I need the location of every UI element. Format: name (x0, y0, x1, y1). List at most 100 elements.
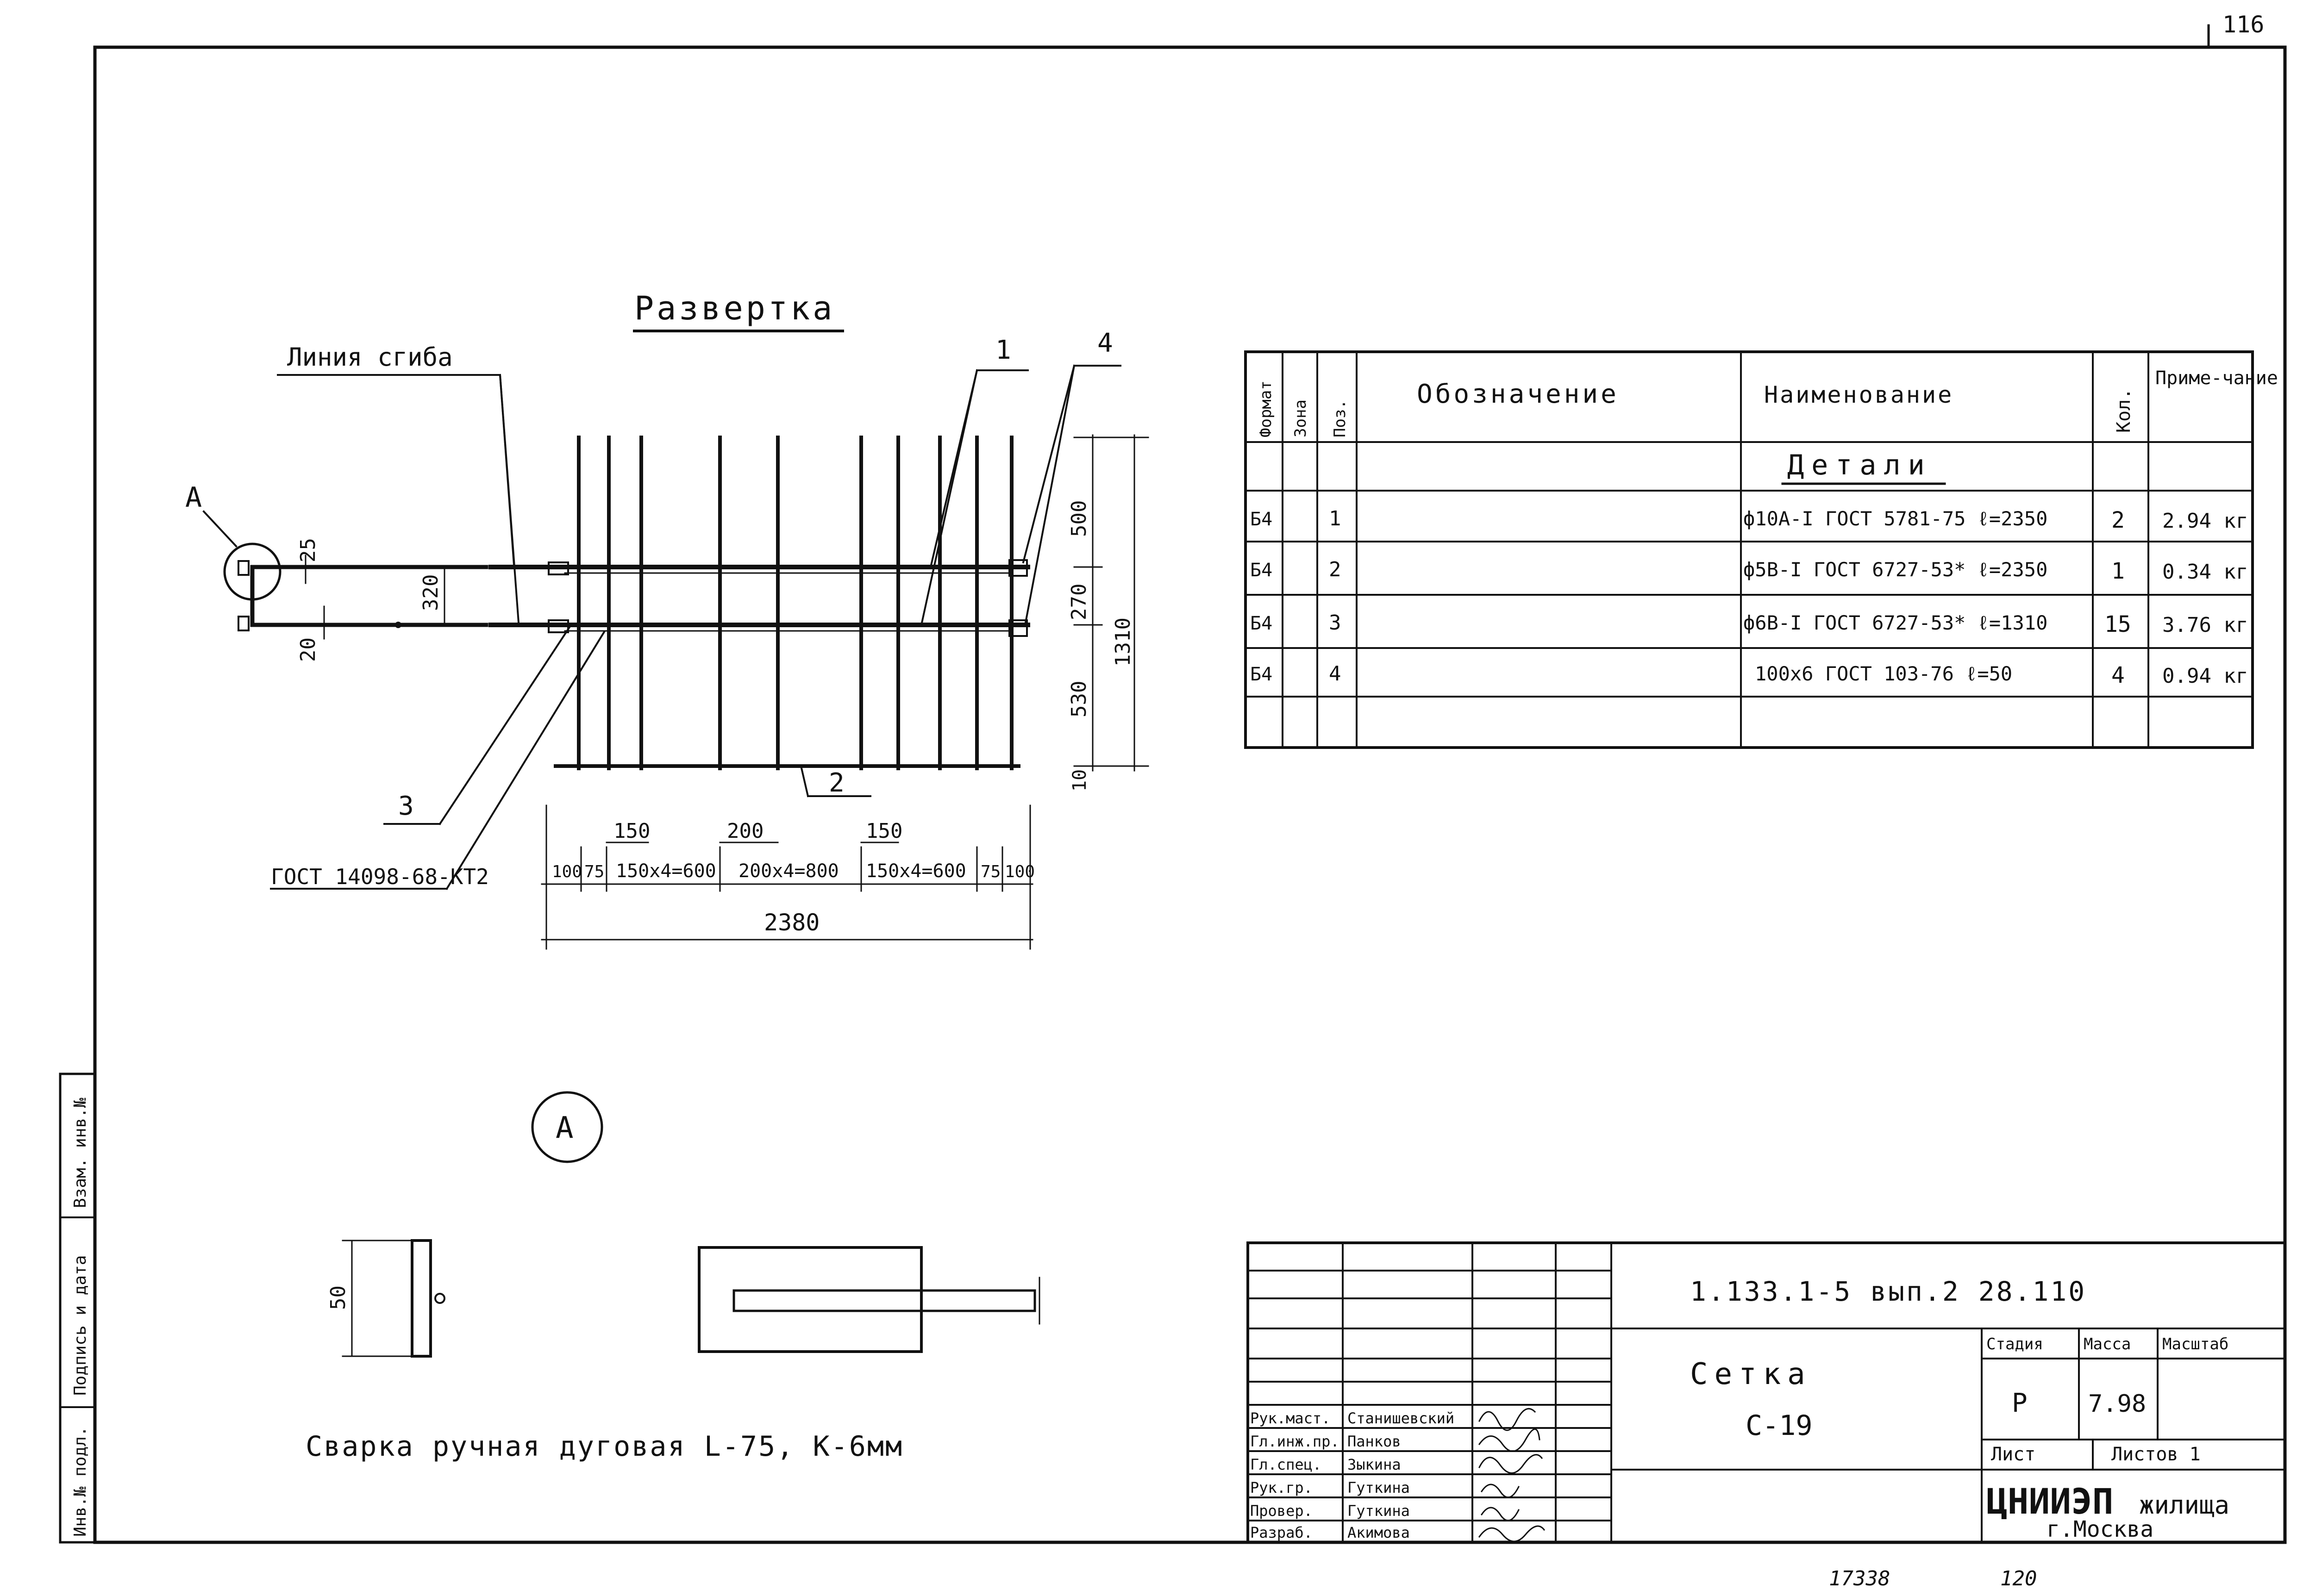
person-role: Провер. (1250, 1502, 1313, 1520)
pos-label-1: 1 (995, 335, 1011, 365)
plate-right-top (1008, 559, 1028, 577)
pos-2-leader (800, 765, 809, 798)
row-note: 3.76 кг (2162, 613, 2248, 637)
stamp-sign: Подпись и дата (71, 1255, 90, 1396)
dim-100-left: 100 (552, 862, 582, 881)
dim-50: 50 (326, 1285, 350, 1310)
person-name: Гуткина (1347, 1479, 1410, 1496)
spec-table-frame (1244, 350, 2254, 749)
signatures (1478, 1408, 1546, 1542)
signature-scribble (1478, 1525, 1546, 1542)
org-city: г.Москва (2047, 1516, 2153, 1542)
development-title: Развертка (634, 289, 835, 327)
spec-row: Б4 2 ф5В-I ГОСТ 6727-53* ℓ=2350 1 0.34 к… (1250, 558, 2248, 584)
row-note: 0.34 кг (2162, 560, 2248, 584)
dim-150-top: 150 (613, 819, 650, 843)
dim-1310: 1310 (1111, 617, 1135, 667)
section-mark-a: А (185, 481, 202, 514)
dim-75-left: 75 (584, 862, 604, 881)
dim-75-right: 75 (981, 862, 1001, 881)
dim-100-right: 100 (1005, 862, 1035, 881)
org-sub: жилища (2139, 1490, 2229, 1520)
pos-1-leader-b (920, 369, 978, 626)
plate-left-bottom (548, 619, 569, 633)
stamp-vzam: Взам. инв.№ (71, 1097, 90, 1208)
person-role: Рук.гр. (1250, 1479, 1313, 1496)
welding-note: ГОСТ 14098-68-КТ2 (271, 864, 489, 889)
row-qty: 1 (2111, 558, 2125, 584)
dim-150b-top: 150 (866, 819, 902, 843)
signature-scribble (1478, 1408, 1536, 1431)
mass-value: 7.98 (2088, 1390, 2146, 1418)
bottom-number-left: 17338 (1829, 1567, 1890, 1590)
stage-value: Р (2012, 1388, 2028, 1418)
row-pos: 4 (1329, 662, 1341, 686)
dim-25: 25 (296, 538, 320, 562)
signature-scribble (1480, 1484, 1520, 1498)
bent-bar-profile (250, 565, 488, 627)
sheet-frame (93, 45, 2287, 1544)
person-name: Зыкина (1347, 1456, 1401, 1473)
signature-scribble (1480, 1507, 1520, 1521)
welding-text: Сварка ручная дуговая L-75, К-6мм (306, 1430, 903, 1463)
hdr-zone: Зона (1291, 399, 1310, 437)
doc-code: 1.133.1-5 вып.2 28.110 (1690, 1276, 2086, 1307)
side-stamp: Взам. инв.№ Подпись и дата Инв.№ подл. (59, 1072, 96, 1544)
bar-plan-view (732, 1289, 1036, 1312)
plate-right-bottom (1008, 619, 1028, 637)
row-qty: 15 (2104, 611, 2131, 637)
row-name: ф10А-I ГОСТ 5781-75 ℓ=2350 (1743, 507, 2047, 530)
row-format: Б4 (1250, 509, 1272, 530)
org-logo: ЦНИИЭП (1986, 1481, 2114, 1522)
dim-320: 320 (419, 574, 443, 611)
person-role: Рук.маст. (1250, 1409, 1330, 1427)
dim-seg-3: 150x4=600 (866, 860, 966, 882)
row-name: ф6В-I ГОСТ 6727-53* ℓ=1310 (1743, 611, 2047, 634)
hdr-pos: Поз. (1331, 399, 1349, 437)
bottom-number-right: 120 (2000, 1567, 2037, 1590)
sheets-label: Листов 1 (2111, 1444, 2201, 1465)
item-name: Сетка (1690, 1357, 1812, 1391)
row-qty: 4 (2111, 662, 2125, 688)
hdr-qty: Кол. (2113, 388, 2134, 433)
spec-table: Формат Зона Поз. Обозначение Наименовани… (1244, 350, 2278, 749)
corner-mark: 116 (2222, 11, 2264, 38)
person-name: Станишевский (1347, 1409, 1454, 1427)
person-name: Гуткина (1347, 1502, 1410, 1520)
pos-label-4: 4 (1097, 328, 1113, 358)
item-code: С-19 (1746, 1409, 1813, 1442)
plate-left-top (548, 561, 569, 575)
transverse-bars (577, 436, 1014, 770)
bar-end-1 (238, 560, 250, 576)
person-role: Гл.инж.пр. (1250, 1433, 1339, 1450)
hdr-format: Формат (1257, 380, 1275, 437)
weld-dot (395, 622, 401, 628)
row-format: Б4 (1250, 613, 1272, 634)
person-name: Акимова (1347, 1524, 1410, 1541)
bar-end-2 (238, 616, 250, 631)
spec-col-lines (1282, 351, 2149, 748)
dim-seg-1: 150x4=600 (616, 860, 716, 882)
bend-leader-2 (499, 374, 520, 624)
side-stamp-frame (59, 1072, 96, 1544)
scale-header: Масштаб (2162, 1335, 2228, 1353)
row-format: Б4 (1250, 560, 1272, 581)
row-qty: 2 (2111, 507, 2125, 533)
mass-header: Масса (2084, 1335, 2131, 1353)
spec-row: Б4 4 100x6 ГОСТ 103-76 ℓ=50 4 0.94 кг (1250, 662, 2248, 688)
dim-chain-ticks (545, 804, 1031, 950)
pos-4-leader-b (1024, 364, 1076, 624)
person-role: Разраб. (1250, 1524, 1313, 1541)
title-block-lines (1247, 1242, 2286, 1543)
dim-270: 270 (1067, 584, 1091, 620)
detail-a-circle (531, 1091, 603, 1163)
row-note: 0.94 кг (2162, 664, 2248, 688)
plate-weld-point (434, 1293, 445, 1304)
development-drawing: Развертка Линия сгиба А 25 20 320 (185, 289, 1149, 950)
sheet-label: Лист (1991, 1444, 2035, 1465)
person-role: Гл.спец. (1250, 1456, 1321, 1473)
spec-row-lines (1245, 441, 2253, 698)
pos-label-3: 3 (398, 791, 414, 821)
row-name: 100x6 ГОСТ 103-76 ℓ=50 (1755, 662, 2012, 685)
